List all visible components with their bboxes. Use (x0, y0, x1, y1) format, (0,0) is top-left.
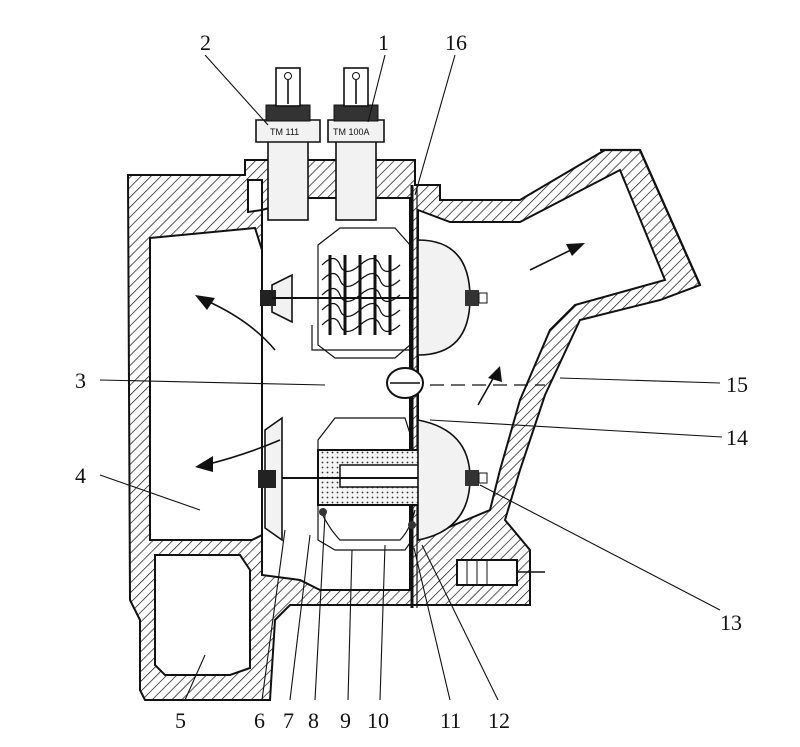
left-sensor-stamp: ТМ 111 (270, 127, 299, 137)
callout-16: 16 (445, 30, 467, 55)
temperature-sensor-left: ТМ 111 (255, 67, 321, 221)
callout-6: 6 (254, 708, 265, 733)
callout-5: 5 (175, 708, 186, 733)
drain-bolt (456, 559, 545, 586)
flow-arrows (195, 243, 585, 472)
right-sensor-stamp: ТМ 100А (333, 127, 370, 137)
callout-15: 15 (726, 372, 748, 397)
callout-3: 3 (75, 368, 86, 393)
callout-4: 4 (75, 463, 86, 488)
left-cavity (149, 226, 263, 541)
spring (321, 255, 401, 335)
callout-labels: 1 2 3 4 5 6 7 8 9 10 11 12 13 14 15 16 (75, 30, 748, 733)
lower-thermostat (258, 416, 488, 551)
callout-7: 7 (283, 708, 294, 733)
callout-9: 9 (340, 708, 351, 733)
callout-12: 12 (488, 708, 510, 733)
outlet-cavity (417, 168, 667, 542)
callout-10: 10 (367, 708, 389, 733)
central-chamber (261, 197, 411, 591)
temperature-sensor-right: ТМ 100А (327, 67, 385, 221)
callout-2: 2 (200, 30, 211, 55)
leader-lines (99, 54, 723, 701)
callout-8: 8 (308, 708, 319, 733)
lower-cavity (154, 554, 251, 676)
callout-13: 13 (720, 610, 742, 635)
bypass-plug (386, 367, 424, 399)
callout-11: 11 (440, 708, 461, 733)
outlet-pipe (600, 148, 702, 286)
callout-1: 1 (378, 30, 389, 55)
housing-body (126, 149, 702, 701)
callout-14: 14 (726, 425, 748, 450)
upper-thermostat (260, 227, 488, 359)
